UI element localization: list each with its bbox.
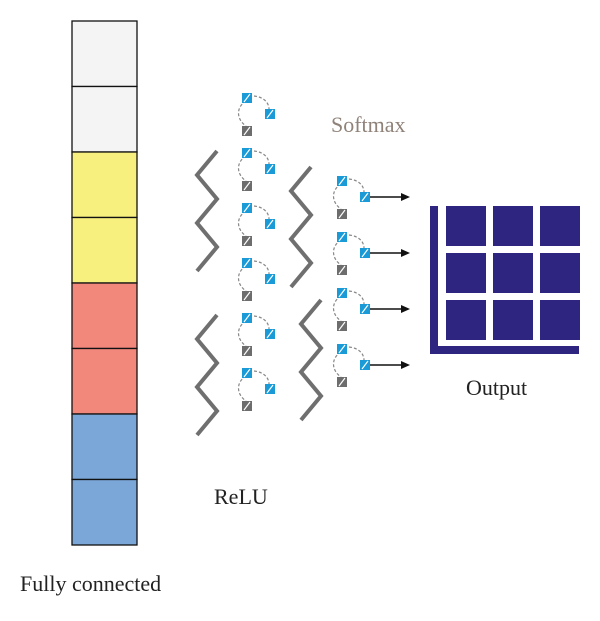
node-bottom-mark — [243, 346, 251, 356]
relu-label: ReLU — [214, 484, 268, 509]
output-arrows — [370, 193, 410, 369]
unit-loop-right — [348, 346, 365, 361]
node-bottom-mark — [243, 291, 251, 301]
node-right-mark — [266, 274, 274, 284]
node-bottom-mark — [243, 181, 251, 191]
grid-cell — [493, 206, 533, 246]
unit-loop-left — [332, 295, 342, 322]
grid-frame-left — [430, 206, 438, 354]
unit-loop-left — [237, 155, 247, 182]
output-grid — [430, 206, 580, 354]
unit-loop-right — [253, 370, 270, 385]
node-top-mark — [243, 203, 251, 213]
zigzag-connectors — [194, 149, 324, 437]
node-top-mark — [338, 288, 346, 298]
relu-node-group — [237, 93, 275, 411]
fully-connected-column — [71, 20, 138, 546]
node-right-mark — [266, 219, 274, 229]
unit-loop-right — [253, 205, 270, 220]
unit-loop-right — [348, 178, 365, 193]
softmax-unit — [332, 344, 370, 387]
unit-loop-right — [348, 234, 365, 249]
grid-cell — [446, 206, 486, 246]
node-right-mark — [266, 329, 274, 339]
unit-loop-left — [237, 265, 247, 292]
arrow-head — [401, 193, 410, 201]
unit-loop-left — [237, 100, 247, 127]
fc-cell — [71, 282, 138, 350]
fc-cell — [71, 413, 138, 481]
fc-cell — [71, 20, 138, 88]
fc-cell — [71, 85, 138, 153]
node-top-mark — [338, 232, 346, 242]
arrow-head — [401, 305, 410, 313]
softmax-label: Softmax — [331, 112, 406, 137]
output-label: Output — [466, 375, 527, 400]
softmax-unit — [332, 232, 370, 275]
unit-loop-left — [237, 210, 247, 237]
fc-cell — [71, 216, 138, 284]
grid-cell — [540, 300, 580, 340]
arrow-head — [401, 361, 410, 369]
unit-loop-right — [253, 260, 270, 275]
node-bottom-mark — [338, 377, 346, 387]
fc-cell — [71, 478, 138, 546]
grid-cell — [446, 300, 486, 340]
node-top-mark — [243, 148, 251, 158]
unit-loop-right — [253, 95, 270, 110]
node-top-mark — [243, 368, 251, 378]
arrow-head — [401, 249, 410, 257]
node-right-mark — [361, 192, 369, 202]
node-bottom-mark — [338, 265, 346, 275]
unit-loop-right — [348, 290, 365, 305]
zigzag-left-upper — [194, 149, 220, 273]
relu-unit — [237, 93, 275, 136]
node-top-mark — [243, 258, 251, 268]
softmax-unit — [332, 176, 370, 219]
node-right-mark — [361, 304, 369, 314]
unit-loop-left — [332, 351, 342, 378]
grid-cell — [493, 300, 533, 340]
unit-loop-right — [253, 150, 270, 165]
relu-unit — [237, 203, 275, 246]
node-right-mark — [266, 384, 274, 394]
node-bottom-mark — [243, 236, 251, 246]
softmax-node-group — [332, 176, 370, 387]
node-top-mark — [243, 93, 251, 103]
softmax-unit — [332, 288, 370, 331]
node-right-mark — [266, 109, 274, 119]
node-bottom-mark — [243, 401, 251, 411]
unit-loop-right — [253, 315, 270, 330]
node-bottom-mark — [338, 321, 346, 331]
unit-loop-left — [332, 239, 342, 266]
node-top-mark — [338, 176, 346, 186]
relu-unit — [237, 313, 275, 356]
grid-cell — [540, 253, 580, 293]
grid-cell — [540, 206, 580, 246]
node-bottom-mark — [338, 209, 346, 219]
relu-unit — [237, 148, 275, 191]
unit-loop-left — [237, 375, 247, 402]
zigzag-right-lower — [298, 298, 324, 422]
unit-loop-left — [237, 320, 247, 347]
node-right-mark — [361, 248, 369, 258]
relu-unit — [237, 368, 275, 411]
fc-cell — [71, 347, 138, 415]
zigzag-right-upper — [288, 165, 314, 289]
zigzag-left-lower — [194, 313, 220, 437]
fc-cell — [71, 151, 138, 219]
node-right-mark — [266, 164, 274, 174]
grid-cell — [446, 253, 486, 293]
relu-unit — [237, 258, 275, 301]
node-top-mark — [338, 344, 346, 354]
node-bottom-mark — [243, 126, 251, 136]
unit-loop-left — [332, 183, 342, 210]
node-top-mark — [243, 313, 251, 323]
grid-frame-bottom — [430, 346, 579, 354]
grid-cell — [493, 253, 533, 293]
node-right-mark — [361, 360, 369, 370]
fully-connected-label: Fully connected — [20, 571, 161, 596]
